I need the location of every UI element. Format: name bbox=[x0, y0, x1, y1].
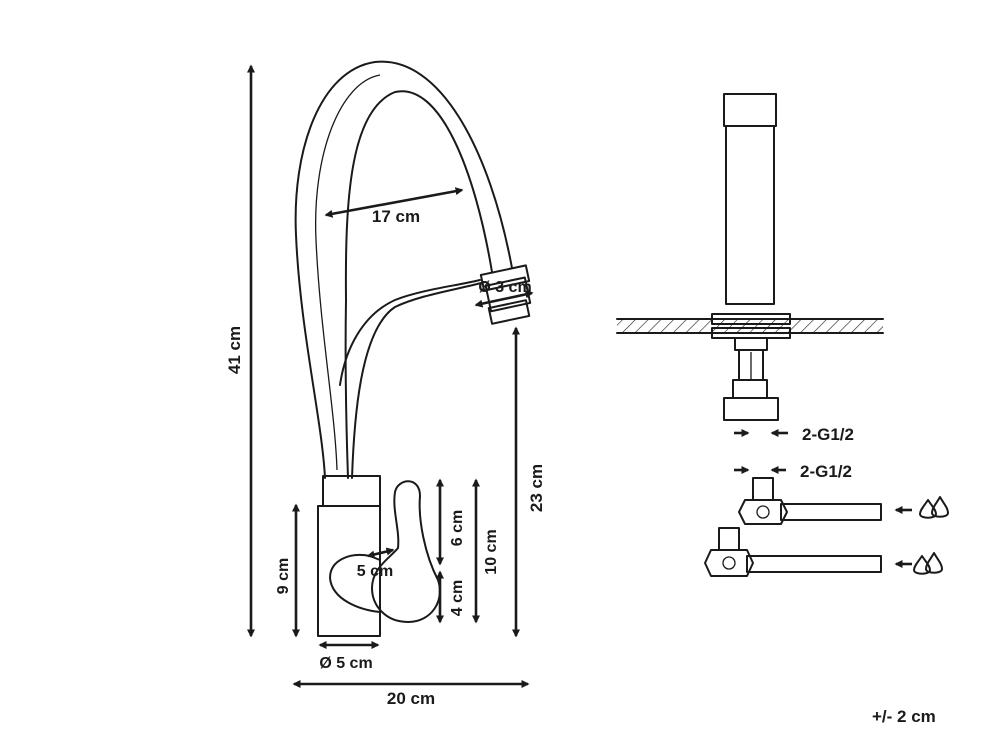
spout-reach-label: 17 cm bbox=[372, 207, 420, 226]
faucet-side-body bbox=[725, 125, 775, 305]
base-height-label: 9 cm bbox=[275, 558, 292, 594]
lever-total-label: 10 cm bbox=[483, 529, 500, 574]
hose-nuts bbox=[732, 379, 768, 399]
width-total-label: 20 cm bbox=[387, 689, 435, 708]
dimension-arrows bbox=[247, 64, 534, 688]
spout-collar bbox=[322, 475, 381, 507]
dimension-labels: 41 cm 17 cm Ø 3 cm 23 cm 9 cm 5 cm 6 cm … bbox=[225, 207, 546, 708]
upper-hose-pipe bbox=[780, 503, 882, 521]
height-total-label: 41 cm bbox=[225, 326, 244, 374]
mounting-plate-top bbox=[711, 313, 791, 325]
lever-height-label: 6 cm bbox=[449, 510, 466, 546]
spout-reach-arrow bbox=[324, 187, 464, 218]
spout-height-label: 23 cm bbox=[527, 464, 546, 512]
installation-side-view: 2-G1/2 2-G1/2 bbox=[616, 93, 884, 481]
spout-lower-connection bbox=[351, 281, 486, 479]
spout-outer-outline bbox=[294, 60, 513, 479]
handle-length-arrow bbox=[366, 547, 395, 559]
lever-handle bbox=[371, 480, 441, 623]
base-diameter-label: Ø 5 cm bbox=[319, 655, 372, 672]
lower-hose-thread bbox=[718, 527, 740, 551]
head-diameter-arrow bbox=[474, 290, 534, 308]
handle-length-label: 5 cm bbox=[357, 563, 393, 580]
mounting-nut bbox=[734, 337, 768, 351]
water-drops-icon bbox=[913, 552, 943, 575]
spout-lower-inner bbox=[339, 279, 481, 386]
faucet-side-cap bbox=[723, 93, 777, 127]
supply-hoses bbox=[704, 477, 949, 577]
upper-hose-nut bbox=[738, 499, 788, 525]
faucet-front-view bbox=[294, 60, 532, 637]
head-diameter-label: Ø 3 cm bbox=[478, 279, 531, 296]
lower-hose-nut bbox=[704, 549, 754, 577]
lever-lower-label: 4 cm bbox=[449, 580, 466, 616]
hose-fittings bbox=[723, 397, 779, 421]
lower-hose-pipe bbox=[746, 555, 882, 573]
upper-hose-thread bbox=[752, 477, 774, 501]
countertop-hatch bbox=[617, 319, 883, 333]
thread-top-label: 2-G1/2 bbox=[802, 425, 854, 444]
water-drops-icon bbox=[919, 496, 949, 519]
spout-inner-outline bbox=[344, 90, 493, 479]
thread-hose-label: 2-G1/2 bbox=[800, 462, 852, 481]
handle-cartridge bbox=[329, 554, 381, 613]
tolerance-note: +/- 2 cm bbox=[872, 707, 936, 726]
spout-rear-line bbox=[314, 74, 381, 471]
